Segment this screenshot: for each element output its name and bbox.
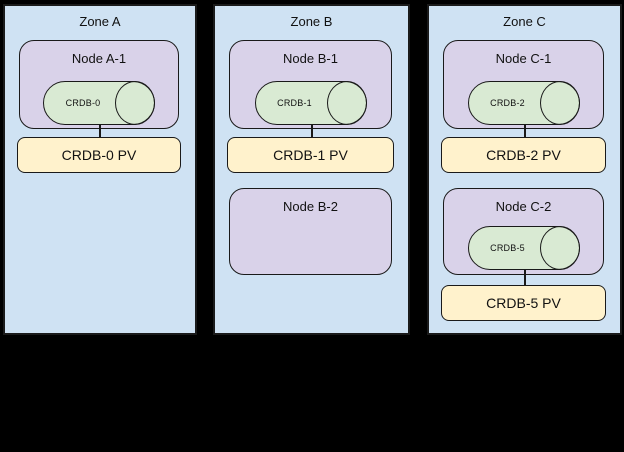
cylinder-label: CRDB-0 xyxy=(65,98,101,108)
database-cylinder: CRDB-1 xyxy=(254,81,367,125)
pv-box: CRDB-0 PV xyxy=(17,137,181,173)
node-label: Node C-1 xyxy=(495,51,552,66)
node-label: Node B-2 xyxy=(283,199,338,214)
cylinder-end-icon xyxy=(115,81,155,125)
zone-title: Zone A xyxy=(79,14,121,29)
pv-box: CRDB-1 PV xyxy=(227,137,394,173)
node-box-c2: Node C-2 CRDB-5 xyxy=(443,188,604,275)
connector-line xyxy=(523,124,526,137)
connector-line xyxy=(523,269,526,285)
database-cylinder: CRDB-0 xyxy=(43,81,155,125)
pv-box: CRDB-2 PV xyxy=(441,137,606,173)
zone-title: Zone C xyxy=(503,14,546,29)
node-box-c1: Node C-1 CRDB-2 xyxy=(443,40,604,129)
connector-line xyxy=(99,124,101,137)
node-box-b1: Node B-1 CRDB-1 xyxy=(229,40,392,129)
database-cylinder: CRDB-5 xyxy=(467,226,580,270)
cylinder-end-icon xyxy=(539,81,580,125)
pv-box: CRDB-5 PV xyxy=(441,285,606,321)
zone-panel-c: Zone C Node C-1 CRDB-2 CRDB-2 PV Node C-… xyxy=(427,4,622,335)
cylinder-end-icon xyxy=(539,226,580,270)
node-box-a1: Node A-1 CRDB-0 xyxy=(19,40,179,129)
zone-panel-a: Zone A Node A-1 CRDB-0 CRDB-0 PV xyxy=(3,4,197,335)
database-cylinder: CRDB-2 xyxy=(467,81,580,125)
cylinder-label: CRDB-1 xyxy=(277,98,312,108)
node-label: Node C-2 xyxy=(495,199,552,214)
node-label: Node A-1 xyxy=(71,51,127,66)
zone-title: Zone B xyxy=(290,14,333,29)
cylinder-label: CRDB-5 xyxy=(490,243,525,253)
cylinder-end-icon xyxy=(326,81,367,125)
node-box-b2: Node B-2 xyxy=(229,188,392,275)
node-label: Node B-1 xyxy=(283,51,338,66)
zone-panel-b: Zone B Node B-1 CRDB-1 CRDB-1 PV Node B-… xyxy=(213,4,410,335)
cylinder-label: CRDB-2 xyxy=(490,98,525,108)
connector-line xyxy=(310,124,313,137)
